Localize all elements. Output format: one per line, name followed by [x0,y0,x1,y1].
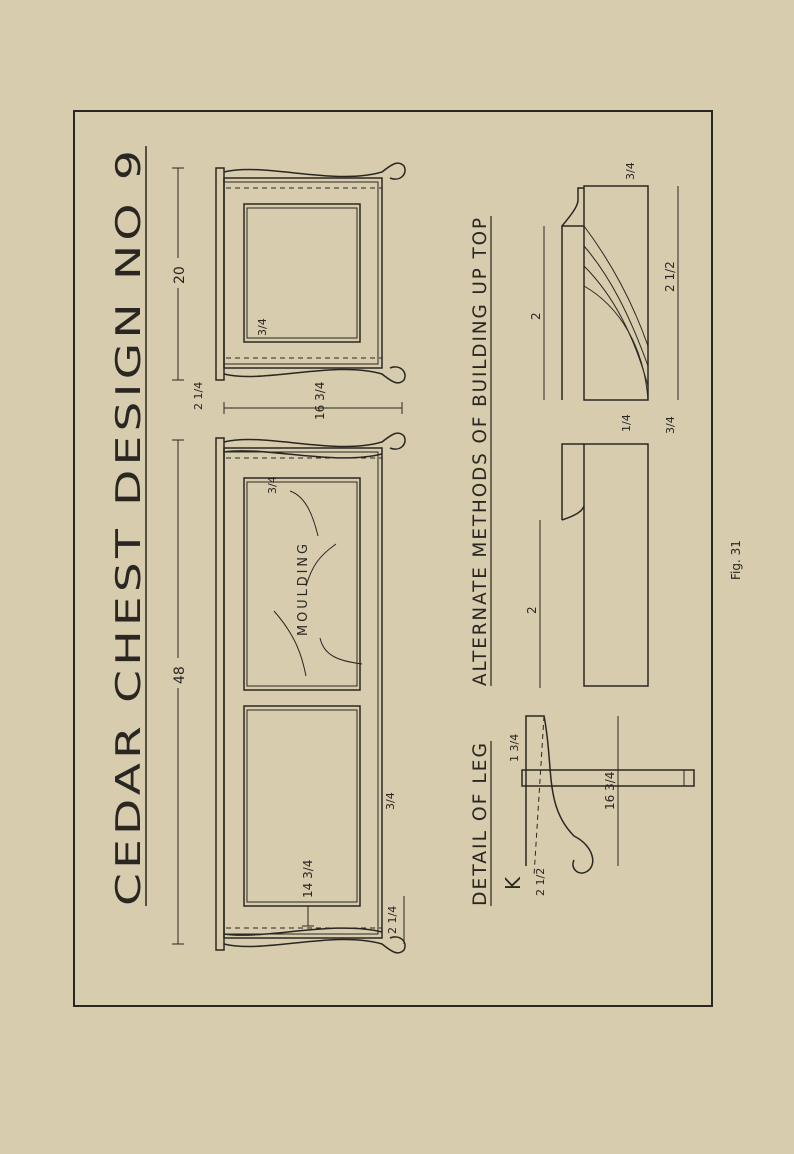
detail-of-leg-title: DETAIL OF LEG [469,741,491,906]
end-panel [243,203,361,343]
leg-detail-front: 1 3/4 [508,734,695,787]
drawing-border [73,110,713,1007]
front-top-board [215,437,225,951]
dim-top-thickness: 2 1/4 [192,382,205,410]
dim-end-margin: 3/4 [266,476,279,494]
dim-plinth: 2 1/4 [386,906,399,934]
front-leg-left [223,936,406,954]
end-leg-left [223,366,406,384]
dim-width: 20 [172,266,188,284]
alternate-methods-title: ALTERNATE METHODS OF BUILDING UP TOP [469,216,491,686]
alt-right-section: 2 2 1/2 3/4 [529,162,679,401]
drawing-title: CEDAR CHEST DESIGN NO 9 [109,146,149,906]
moulding-label: MOULDING [296,541,311,636]
dim-leg-foot: 2 1/2 [534,868,547,896]
dim-panel-margin-end: 3/4 [256,318,269,336]
dim-leg-offset: 3/4 [384,792,397,810]
front-panel-right [243,477,361,691]
end-elevation: 20 3/4 [168,162,406,384]
leg-letter: K [501,876,525,890]
dim-panel-width: 14 3/4 [301,860,315,898]
dim-alt-gap: 1/4 [620,414,633,432]
dim-length: 48 [172,666,188,684]
end-body [223,177,383,369]
dim-leg-height: 16 3/4 [603,772,617,810]
dim-alt-gap2: 3/4 [664,416,677,434]
dim-alt-right-width: 2 [529,312,543,320]
dim-alt-left-width: 2 [525,606,539,614]
end-top-board [215,167,225,381]
front-elevation: MOULDING 48 14 3/4 2 1/4 3/4 3/4 [168,432,406,954]
front-panel-left [243,705,361,907]
leg-detail-side: 16 3/4 2 1/2 [525,715,619,896]
dim-height: 16 3/4 [313,382,327,420]
end-leg-right [223,162,406,180]
front-leg-right [223,432,406,450]
dim-leg-thick: 1 3/4 [508,734,521,762]
dim-alt-right-height: 2 1/2 [663,261,677,292]
dim-alt-top-small: 3/4 [624,162,637,180]
figure-caption: Fig. 31 [729,540,743,580]
alt-left-section: 2 [525,443,649,688]
